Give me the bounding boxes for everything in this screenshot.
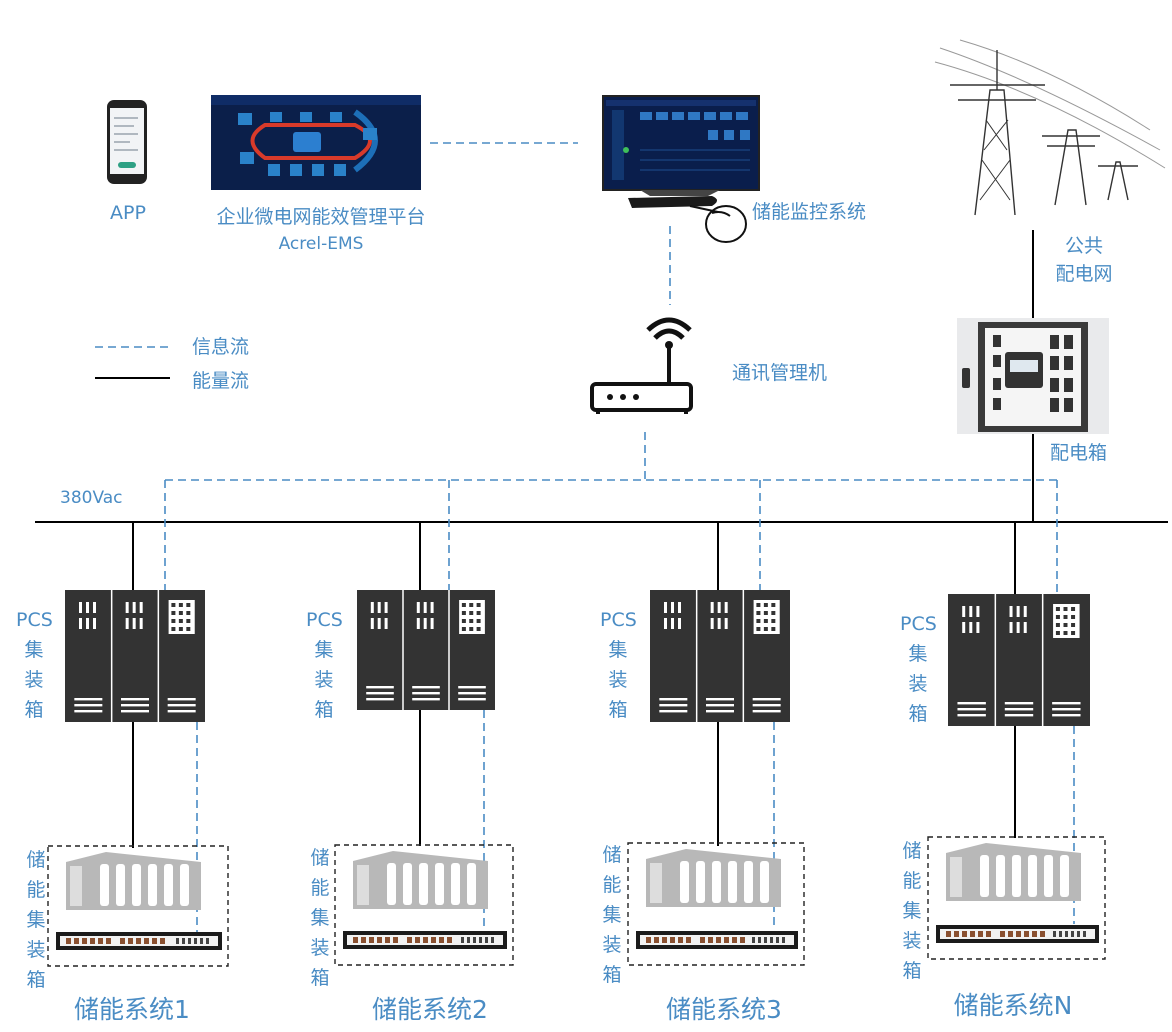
pcs-label-char: 集 (314, 639, 334, 661)
pcs-label-char: 集 (24, 639, 44, 661)
pcs-cabinet (65, 590, 205, 722)
legend-energy-label: 能量流 (192, 370, 250, 392)
monitor-icon (602, 95, 760, 243)
pcs-label-char: 集 (908, 643, 928, 665)
battery-label-char: 储 (602, 844, 622, 866)
monitor-label: 储能监控系统 (752, 201, 867, 223)
battery-label: 储能集装箱 (600, 840, 624, 990)
system-name-label: 储能系统2 (372, 995, 488, 1024)
pcs-label: PCS 集装箱 (16, 605, 53, 725)
pcs-label: PCS 集装箱 (900, 609, 937, 729)
pcs-label-char: PCS (306, 609, 343, 631)
battery-label-char: 储 (310, 847, 330, 869)
pcs-label-char: 集 (608, 639, 628, 661)
platform-label: 企业微电网能效管理平台 (216, 206, 426, 228)
phone-icon (107, 100, 147, 184)
info-flow-lines (164, 142, 1075, 932)
pcs-cabinets (65, 590, 1090, 726)
pcs-label-char: 装 (908, 673, 928, 695)
battery-container (47, 845, 229, 967)
system-name-label: 储能系统1 (74, 995, 190, 1024)
battery-label-char: 储 (26, 849, 46, 871)
transmission-tower-icon (934, 39, 1166, 216)
battery-label: 储能集装箱 (24, 845, 48, 995)
battery-label-char: 能 (26, 879, 46, 901)
pcs-label-char: PCS (16, 609, 53, 631)
platform-sublabel: Acrel-EMS (278, 234, 364, 254)
router-icon (590, 317, 693, 414)
battery-label-char: 箱 (310, 967, 330, 989)
app-label: APP (110, 202, 146, 224)
battery-label-char: 装 (26, 939, 46, 961)
energy-flow-lines (35, 230, 1168, 848)
battery-container (927, 836, 1106, 960)
battery-label-char: 集 (26, 909, 46, 931)
pcs-label: PCS 集装箱 (600, 605, 637, 725)
battery-containers (47, 836, 1106, 967)
system-name-label: 储能系统N (953, 991, 1073, 1020)
pcs-label: PCS 集装箱 (306, 605, 343, 725)
pcs-label-char: 箱 (608, 699, 628, 721)
pcs-label-char: PCS (900, 613, 937, 635)
battery-label: 储能集装箱 (308, 843, 332, 993)
pcs-cabinet (948, 594, 1090, 726)
battery-label-char: 箱 (26, 969, 46, 991)
battery-label-char: 装 (602, 934, 622, 956)
pcs-cabinet (357, 590, 495, 710)
pcs-label-char: 箱 (24, 699, 44, 721)
battery-label-char: 集 (310, 907, 330, 929)
battery-container (334, 844, 514, 966)
pcs-cabinet (650, 590, 790, 722)
battery-label-char: 能 (602, 874, 622, 896)
battery-label-char: 能 (902, 870, 922, 892)
public-grid-label-1: 公共 (1064, 235, 1103, 257)
battery-label-char: 箱 (602, 964, 622, 986)
battery-label-char: 集 (602, 904, 622, 926)
battery-label-char: 箱 (902, 960, 922, 982)
battery-label-char: 装 (310, 937, 330, 959)
platform-dashboard-icon (211, 95, 421, 190)
pcs-label-char: 装 (24, 669, 44, 691)
pcs-label-char: 箱 (908, 703, 928, 725)
pcs-label-char: 装 (314, 669, 334, 691)
pcs-label-char: 箱 (314, 699, 334, 721)
battery-label-char: 集 (902, 900, 922, 922)
legend (95, 346, 170, 379)
public-grid-label-2: 配电网 (1055, 263, 1113, 285)
distribution-box-icon (957, 318, 1109, 434)
distribution-box-label: 配电箱 (1050, 442, 1108, 464)
battery-label-char: 储 (902, 840, 922, 862)
pcs-label-char: PCS (600, 609, 637, 631)
battery-container (627, 842, 805, 966)
comm-manager-label: 通讯管理机 (732, 362, 828, 384)
legend-info-label: 信息流 (192, 336, 250, 358)
battery-label-char: 装 (902, 930, 922, 952)
bus-voltage-label: 380Vac (60, 488, 123, 508)
system-name-label: 储能系统3 (666, 995, 782, 1024)
pcs-label-char: 装 (608, 669, 628, 691)
battery-label: 储能集装箱 (900, 836, 924, 986)
battery-label-char: 能 (310, 877, 330, 899)
